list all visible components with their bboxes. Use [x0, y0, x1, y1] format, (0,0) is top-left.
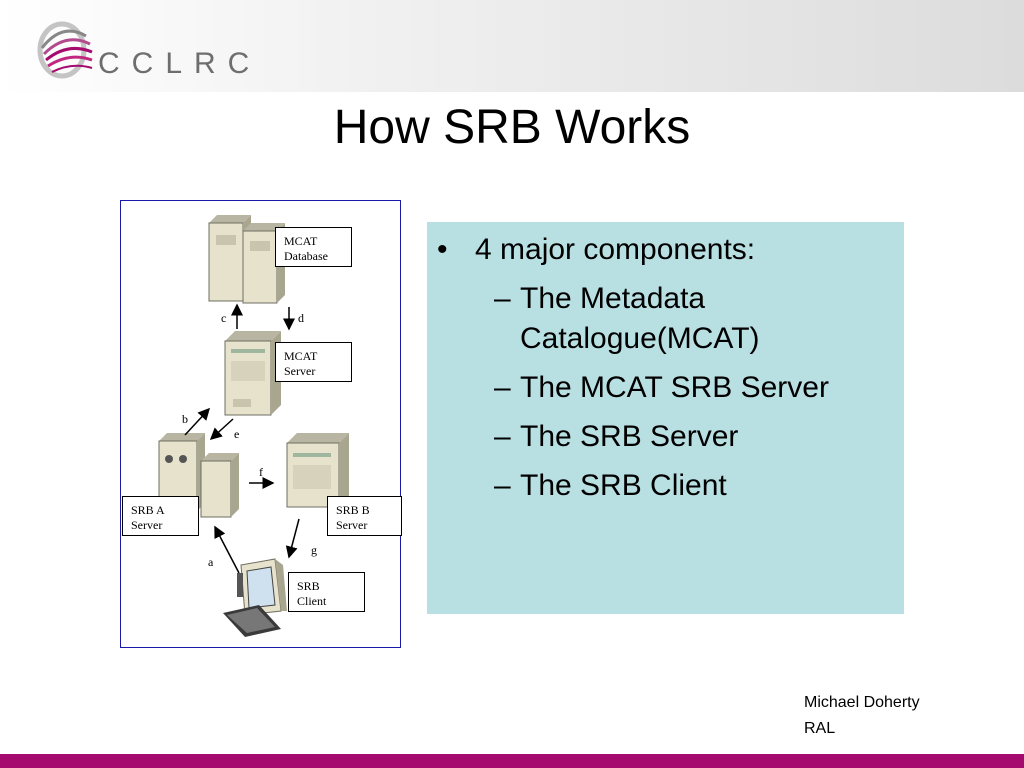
mcat-server-icon: [224, 331, 281, 416]
sub-dash: –: [494, 469, 511, 502]
arrow-a: [214, 525, 240, 574]
footer-org: RAL: [804, 720, 836, 737]
footer-name: Michael Doherty: [804, 694, 920, 711]
slide-title: How SRB Works: [333, 101, 691, 154]
label-mcat-database: MCAT Database: [275, 227, 352, 267]
srb-b-server-icon: [286, 433, 349, 508]
arrow-label-f: f: [259, 465, 263, 479]
arrow-b: [184, 407, 211, 436]
arrow-label-a: a: [208, 555, 214, 569]
label-srb-a-server: SRB A Server: [122, 496, 199, 536]
arrow-label-g: g: [311, 543, 317, 557]
arrow-label-c: c: [221, 311, 227, 325]
srb-client-icon: [223, 558, 287, 637]
label-srb-client: SRB Client: [288, 572, 365, 612]
sub-bullet-text: The SRB Client: [520, 469, 727, 502]
cclrc-swoosh-icon: [37, 21, 93, 79]
sub-dash: –: [494, 371, 511, 404]
logo-text: CCLRC: [98, 47, 262, 80]
bullet-dot: •: [437, 233, 448, 266]
bullet-panel: • 4 major components: – The Metadata Cat…: [427, 222, 904, 614]
sub-dash: –: [494, 282, 511, 315]
label-srb-b-server: SRB B Server: [327, 496, 402, 536]
footer-credit: Michael Doherty RAL: [804, 690, 920, 742]
footer-bar: [0, 754, 1024, 768]
sub-bullet-text: The MCAT SRB Server: [520, 371, 829, 404]
srb-diagram: MCAT Database MCAT Server SRB A Server S…: [120, 200, 402, 648]
sub-bullet-text: The SRB Server: [520, 420, 739, 453]
arrow-e: [209, 418, 234, 441]
cclrc-logo: [36, 14, 251, 86]
sub-dash: –: [494, 420, 511, 453]
arrow-label-d: d: [298, 311, 304, 325]
mcat-database-icon: [208, 215, 285, 304]
arrow-g: [285, 518, 300, 559]
arrow-label-e: e: [234, 427, 240, 441]
sub-bullet-text: The Metadata Catalogue(MCAT): [520, 282, 760, 355]
arrow-label-b: b: [182, 412, 188, 426]
header-band: [0, 0, 1024, 92]
label-mcat-server: MCAT Server: [275, 342, 352, 382]
bullet-main-text: 4 major components:: [475, 233, 756, 266]
